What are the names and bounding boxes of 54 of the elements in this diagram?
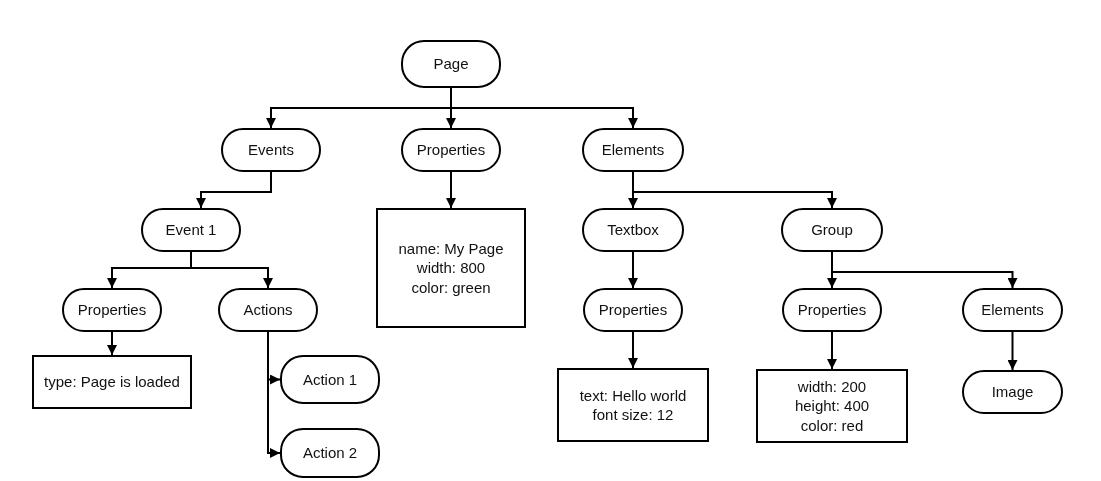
node-label: Properties	[598, 300, 668, 320]
property-box	[756, 369, 908, 443]
rounded-node	[962, 288, 1063, 332]
node-label: Properties	[416, 140, 486, 160]
node-label: Textbox	[607, 220, 659, 240]
node-label: Action 1	[302, 369, 358, 390]
rounded-node	[583, 288, 683, 332]
node-label: color: red	[800, 415, 864, 436]
node-label: Events	[248, 140, 294, 160]
connector-arrow	[196, 171, 272, 209]
node-label: width: 800	[416, 258, 486, 278]
node-label: text: Hello world	[579, 385, 687, 405]
node-label: color: green	[411, 277, 491, 298]
node-label: width: 200	[797, 376, 867, 397]
rounded-node	[62, 288, 162, 332]
rounded-node	[781, 208, 883, 252]
connector-arrow	[827, 331, 837, 370]
connector-arrow	[446, 171, 456, 209]
node-label: Properties	[77, 300, 147, 320]
rounded-node	[218, 288, 318, 332]
property-box	[376, 208, 526, 328]
rounded-node	[962, 370, 1063, 414]
rounded-node	[221, 128, 321, 172]
node-label: Page	[433, 54, 469, 74]
node-label: font size: 12	[592, 405, 674, 425]
connector-arrow	[190, 251, 273, 289]
rounded-node	[582, 208, 684, 252]
node-label: Elements	[601, 140, 665, 160]
node-label: Actions	[243, 300, 293, 320]
rounded-node	[582, 128, 684, 172]
node-label: height: 400	[794, 396, 870, 416]
property-box	[557, 368, 709, 442]
rounded-node	[280, 355, 380, 404]
node-label: Image	[991, 382, 1034, 402]
connector-arrow	[107, 331, 117, 356]
rounded-node	[280, 428, 380, 478]
node-label: name: My Page	[398, 238, 504, 259]
property-box	[32, 355, 192, 409]
node-label: Elements	[981, 300, 1044, 320]
connector-arrow	[632, 171, 837, 209]
node-label: Event 1	[165, 220, 217, 240]
connector-arrow	[1007, 331, 1018, 371]
node-label: type: Page is loaded	[44, 372, 180, 392]
rounded-node	[141, 208, 241, 252]
node-label: Group	[811, 220, 853, 240]
connector-arrow	[628, 251, 638, 289]
rounded-node	[782, 288, 882, 332]
rounded-node	[401, 40, 501, 88]
rounded-node	[401, 128, 501, 172]
node-label: Action 2	[302, 443, 358, 463]
connector-arrow	[450, 87, 638, 129]
connector-arrow	[628, 331, 638, 369]
connector-arrow	[831, 251, 1018, 289]
node-label: Properties	[797, 300, 867, 320]
